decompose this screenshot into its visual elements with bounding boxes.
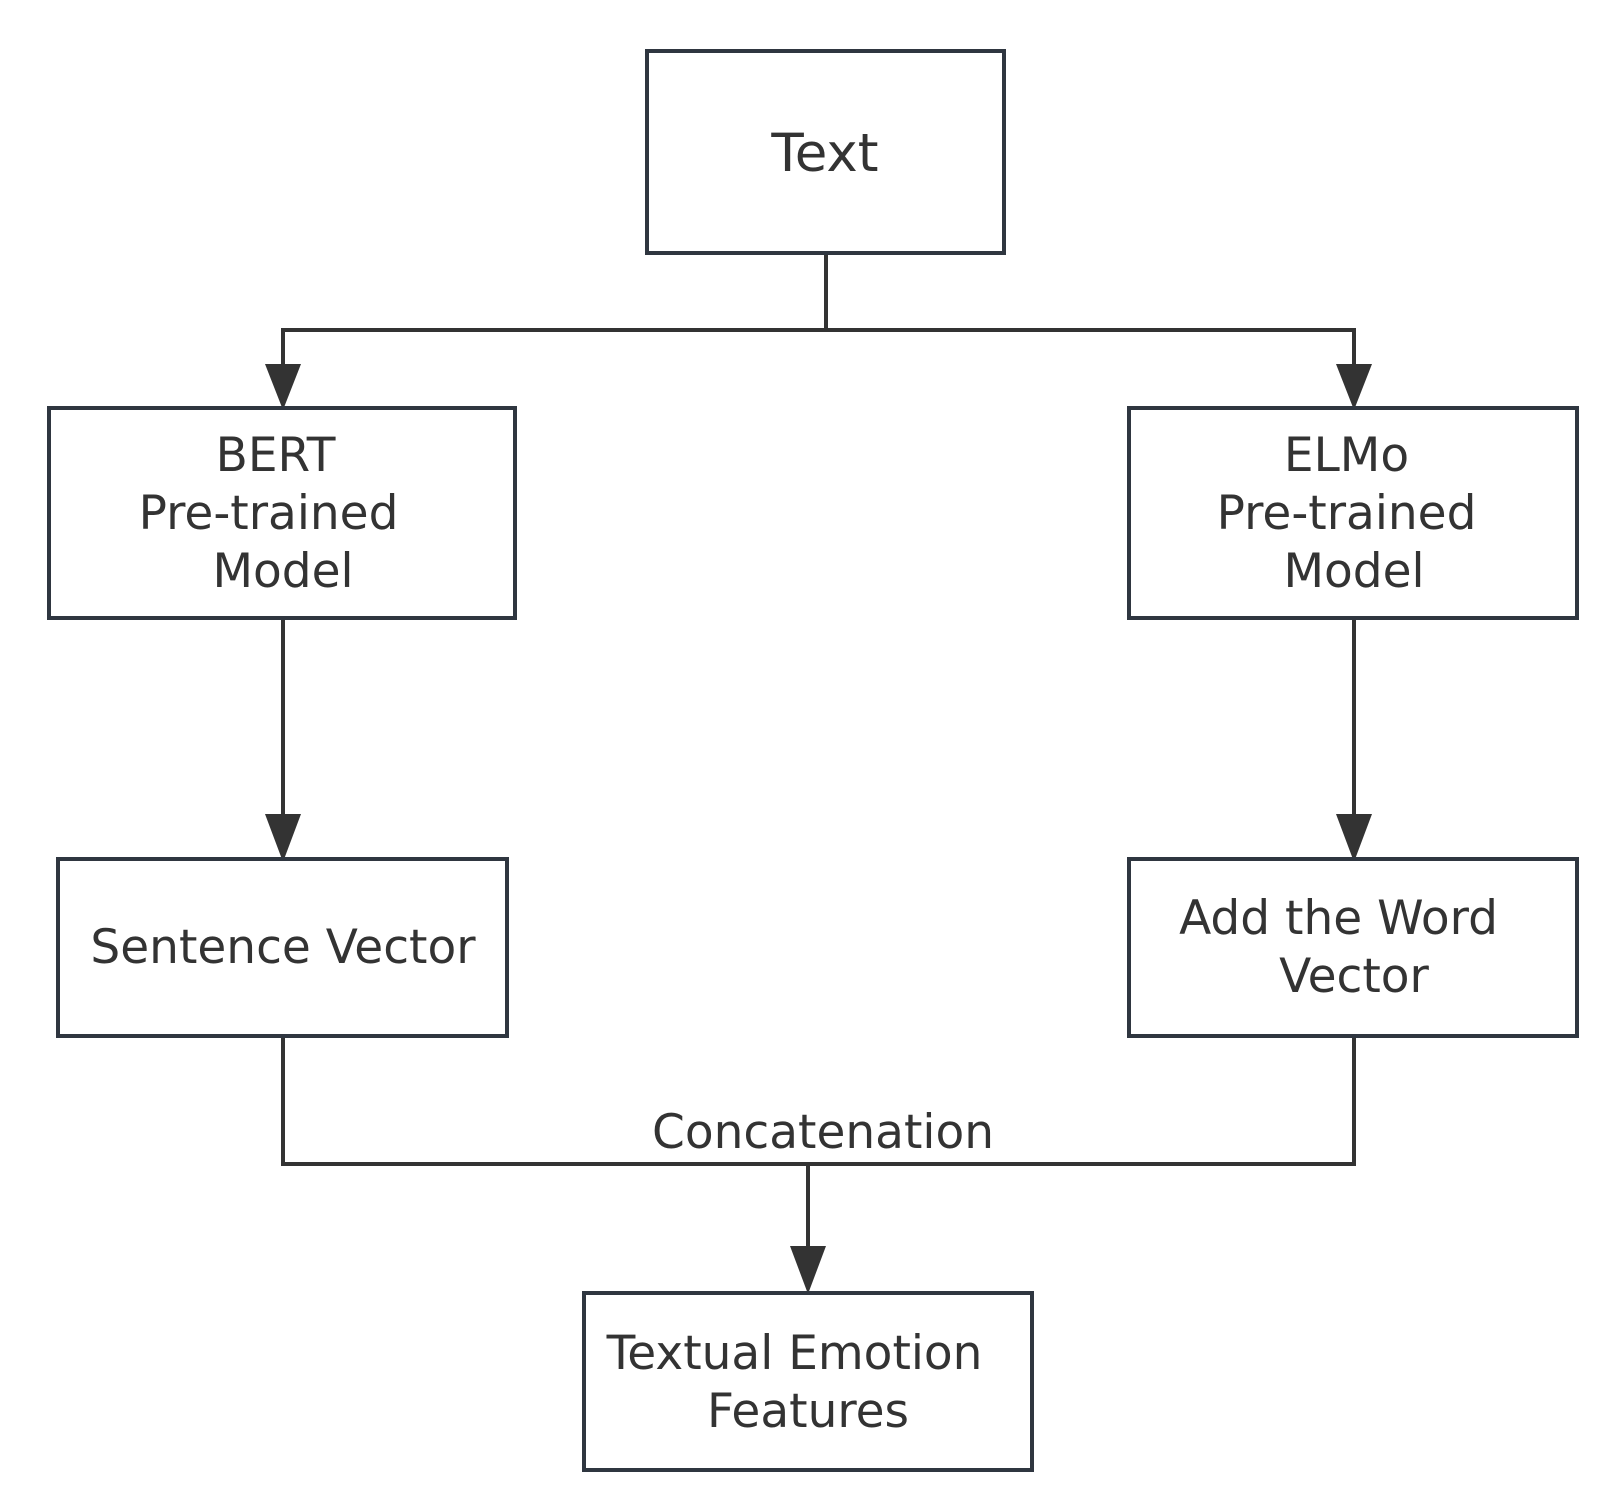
arrowhead-to-features [790,1246,826,1294]
node-sentence-vector-label: Sentence Vector [90,920,476,975]
node-sentence-vector-box [56,857,509,1038]
node-bert: BERT Pre-trained Model [47,406,517,620]
edge-merge-concatenation [281,1036,1356,1166]
arrowhead-to-sentence-vector [265,814,301,862]
node-features-label: Textual Emotion Features [606,1326,998,1439]
node-features-box [582,1291,1034,1472]
node-word-vector: Add the Word Vector [1127,857,1579,1038]
node-text-box [645,49,1006,255]
node-text: Text [645,49,1006,255]
node-word-vector-box [1127,857,1579,1038]
connectors [265,254,1372,1294]
node-features-line-1: Textual Emotion [606,1326,983,1381]
node-bert-label: BERT Pre-trained Model [139,428,414,599]
node-text-line: Text [770,123,878,184]
node-elmo-line-1: ELMo [1284,428,1409,483]
node-bert-line-2: Pre-trained [139,486,399,541]
node-sentence-vector-line: Sentence Vector [90,920,476,975]
edge-text-to-elmo [826,328,1356,370]
node-bert-line-3: Model [212,544,353,599]
arrowhead-to-word-vector [1336,814,1372,862]
node-word-vector-label: Add the Word Vector [1179,891,1513,1004]
node-word-vector-line-2: Vector [1279,949,1429,1004]
node-features-line-2: Features [707,1384,909,1439]
node-elmo-label: ELMo Pre-trained Model [1217,428,1492,599]
node-bert-box [47,406,517,620]
node-elmo-line-3: Model [1283,544,1424,599]
arrowhead-to-bert [265,364,301,410]
node-features: Textual Emotion Features [582,1291,1034,1472]
concatenation-label: Concatenation [652,1105,994,1160]
arrowhead-to-elmo [1336,364,1372,410]
node-word-vector-line-1: Add the Word [1179,891,1498,946]
node-bert-line-1: BERT [216,428,336,483]
node-elmo-line-2: Pre-trained [1217,486,1477,541]
node-elmo-box [1127,406,1579,620]
node-text-label: Text [770,123,878,184]
node-sentence-vector: Sentence Vector [56,857,509,1038]
node-elmo: ELMo Pre-trained Model [1127,406,1579,620]
edge-text-to-bert [281,328,826,370]
